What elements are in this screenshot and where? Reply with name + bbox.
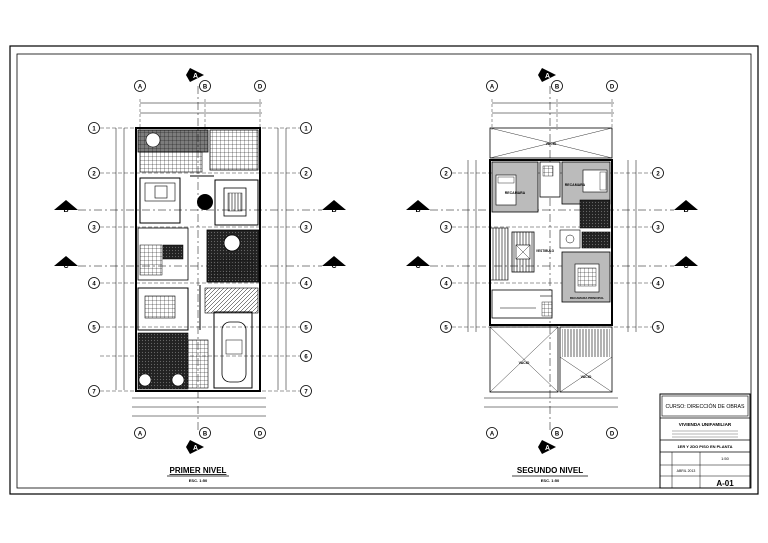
section-marker-c-left: C [54,256,78,270]
svg-text:C: C [63,263,68,270]
svg-text:6: 6 [304,355,308,361]
section-marker-c-left-2: C [406,256,430,270]
svg-text:A: A [545,445,550,452]
axis-bubble-b-bottom-2 [551,427,563,439]
plan-title-first: PRIMER NIVEL [170,466,227,475]
row-bubbles-right: 1 2 3 4 5 6 7 [300,122,312,397]
svg-text:C: C [331,263,336,270]
plan-first-floor: A B D A B D 1 2 3 4 5 7 1 [54,68,346,483]
svg-text:7: 7 [92,390,96,396]
section-marker-c-right-2: C [674,256,698,270]
plan-second-floor: VACIO RECAMARA RECAMARA VESTIBULO RECAMA… [406,68,698,483]
section-marker-a-bottom-2: A [538,440,556,454]
plan-scale-second: ESC. 1:50 [541,478,560,483]
inner-border [16,53,752,489]
svg-text:3: 3 [304,226,308,232]
section-marker-b-right-2: B [674,200,698,214]
title-block-course: CURSO: DIRECCIÓN DE OBRAS [666,403,746,410]
svg-text:B: B [683,207,688,214]
svg-text:2: 2 [92,172,96,178]
svg-text:C: C [415,263,420,270]
svg-text:A: A [193,445,198,452]
svg-text:2: 2 [444,172,448,178]
row-bubbles-right-2: 2 3 4 5 [652,167,664,333]
section-marker-b-right: B [322,200,346,214]
axis-label-a-top: A [138,85,143,91]
axis-bubble-d-top [254,80,266,92]
room-label-recamara-1: RECAMARA [505,191,526,195]
axis-label-b-top-2: B [555,85,560,91]
axis-label-a-top-2: A [490,85,495,91]
svg-text:1: 1 [304,127,308,133]
svg-text:B: B [63,207,68,214]
axis-bubble-d-top-2 [606,80,618,92]
svg-text:4: 4 [656,282,660,288]
axis-label-d-top-2: D [610,85,615,91]
svg-text:A: A [545,73,550,80]
room-label-vacio-bottom-right: VACIO [581,375,592,379]
axis-label-d-bottom-2: D [610,432,615,438]
row-bubbles-left: 1 2 3 4 5 7 [88,122,100,397]
svg-text:B: B [415,207,420,214]
section-marker-b-left: B [54,200,78,214]
room-label-recamara-principal: RECAMARA PRINCIPAL [570,296,604,300]
svg-text:2: 2 [304,172,308,178]
axis-label-d-top: D [258,85,263,91]
axis-label-d-bottom: D [258,432,263,438]
svg-text:5: 5 [92,326,96,332]
section-marker-a-bottom: A [186,440,204,454]
axis-bubble-a-top [134,80,146,92]
svg-text:3: 3 [656,226,660,232]
room-label-vacio-top: VACIO [546,142,557,146]
room-label-vestibulo: VESTIBULO [536,249,555,253]
svg-text:7: 7 [304,390,308,396]
svg-text:2: 2 [656,172,660,178]
svg-text:5: 5 [304,326,308,332]
svg-text:3: 3 [92,226,96,232]
title-block: CURSO: DIRECCIÓN DE OBRAS VIVIENDA UNIFA… [659,393,751,489]
title-block-sheet-number: A-01 [716,479,734,488]
svg-text:A: A [193,73,198,80]
svg-text:4: 4 [304,282,308,288]
section-marker-a-top-2: A [538,68,556,82]
axis-bubble-d-bottom [254,427,266,439]
room-label-vacio-bottom-left: VACIO [519,361,530,365]
svg-text:3: 3 [444,226,448,232]
axis-bubble-b-top-2 [551,80,563,92]
svg-text:4: 4 [444,282,448,288]
section-marker-a-top: A [186,68,204,82]
axis-bubble-d-bottom-2 [606,427,618,439]
axis-label-a-bottom-2: A [490,432,495,438]
outer-border [9,45,759,495]
axis-label-b-bottom-2: B [555,432,560,438]
axis-label-a-bottom: A [138,432,143,438]
row-bubbles-left-2: 2 3 4 5 [440,167,452,333]
section-marker-b-left-2: B [406,200,430,214]
title-block-sheet-name: 1ER Y 2DO PISO EN PLANTA [677,444,732,449]
room-label-recamara-2: RECAMARA [565,183,586,187]
axis-label-b-top: B [203,85,208,91]
axis-label-b-bottom: B [203,432,208,438]
axis-bubble-a-bottom-2 [486,427,498,439]
title-block-project: VIVIENDA UNIFAMILIAR [679,422,732,427]
svg-text:B: B [331,207,336,214]
plan-title-second: SEGUNDO NIVEL [517,466,583,475]
svg-text:5: 5 [444,326,448,332]
section-marker-c-right: C [322,256,346,270]
title-block-date: ABRIL 2013 [677,469,696,473]
svg-text:5: 5 [656,326,660,332]
svg-text:C: C [683,263,688,270]
axis-bubble-b-top [199,80,211,92]
svg-text:4: 4 [92,282,96,288]
axis-bubble-a-top-2 [486,80,498,92]
axis-bubble-b-bottom [199,427,211,439]
plan-scale-first: ESC. 1:50 [189,478,208,483]
title-block-scale: 1:50 [721,456,730,461]
svg-text:1: 1 [92,127,96,133]
axis-bubble-a-bottom [134,427,146,439]
